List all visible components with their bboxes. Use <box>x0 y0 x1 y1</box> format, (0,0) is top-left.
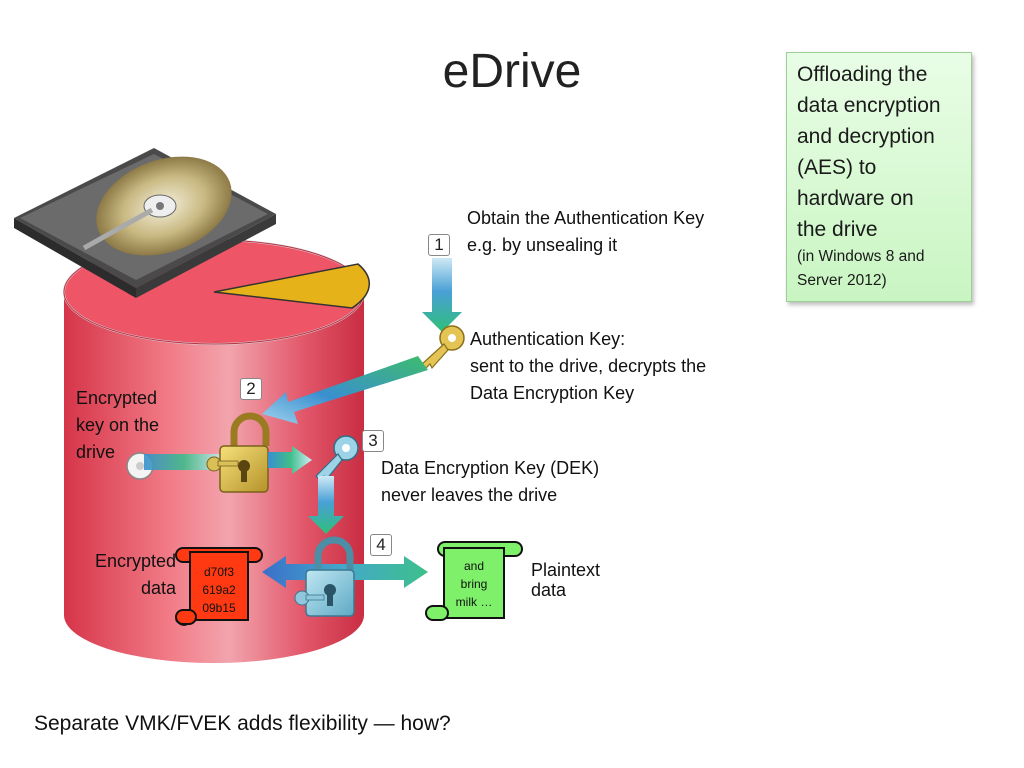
callout-main-text: Offloading the data encryption and decry… <box>797 63 941 241</box>
auth-key-icon <box>421 325 465 370</box>
pie-slice <box>213 263 371 309</box>
arrow-lock-to-dek <box>268 446 312 474</box>
hard-drive-icon <box>14 148 276 298</box>
footer-question: Separate VMK/FVEK adds flexibility — how… <box>34 712 451 735</box>
cipher-scroll-icon <box>175 547 263 626</box>
step-1-badge: 1 <box>428 234 450 256</box>
label-auth-key: Authentication Key: sent to the drive, d… <box>470 329 707 403</box>
arrow-key-to-lock <box>144 454 224 470</box>
label-encrypted-data: Encrypted data <box>94 551 176 598</box>
padlock-icon-blue <box>305 536 355 617</box>
callout-box: Offloading the data encryption and decry… <box>786 52 972 302</box>
arrow-decrypt-dek <box>262 356 428 424</box>
callout-sub-text: (in Windows 8 and Server 2012) <box>797 248 925 289</box>
arrow-obtain-key <box>422 258 462 332</box>
label-plaintext-data: Plaintext data <box>531 560 601 600</box>
step-4-badge: 4 <box>370 534 392 556</box>
label-dek: Data Encryption Key (DEK) never leaves t… <box>381 458 600 505</box>
inserted-key-icon <box>206 456 239 472</box>
arrow-dek-down <box>308 476 344 534</box>
blue-key-inserted-icon <box>294 590 325 606</box>
cipher-text: d70f3 619a2 09b15 <box>202 565 236 615</box>
label-obtain-key: Obtain the Authentication Key e.g. by un… <box>467 208 705 255</box>
plain-scroll-icon <box>425 541 523 621</box>
label-encrypted-key: Encrypted key on the drive <box>76 388 160 462</box>
step-2-badge: 2 <box>240 378 262 400</box>
slide-title: eDrive <box>442 45 582 98</box>
padlock-icon-gold <box>219 412 270 493</box>
step-3-badge: 3 <box>362 430 384 452</box>
plain-text: and bring milk … <box>455 559 493 609</box>
